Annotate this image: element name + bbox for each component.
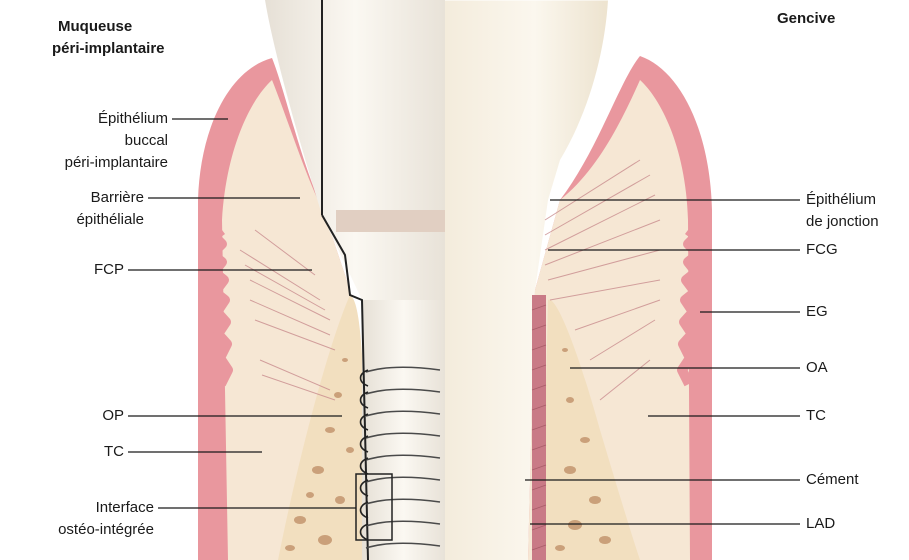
heading-left-line1: Muqueuse [58, 18, 132, 36]
label-epithelium-buccal-2: buccal [40, 132, 168, 150]
label-epithelium-buccal-3: péri-implantaire [0, 154, 168, 172]
heading-right: Gencive [777, 10, 835, 28]
label-op: OP [40, 407, 124, 425]
heading-left-line2: péri-implantaire [52, 40, 165, 58]
label-cement: Cément [806, 471, 859, 489]
label-oa: OA [806, 359, 828, 377]
label-epithelium-jonction-1: Épithélium [806, 191, 876, 209]
label-epithelium-jonction-2: de jonction [806, 213, 879, 231]
label-fcp: FCP [40, 261, 124, 279]
label-interface-1: Interface [20, 499, 154, 517]
label-interface-2: ostéo-intégrée [20, 521, 154, 539]
label-barriere-1: Barrière [40, 189, 144, 207]
label-epithelium-buccal-1: Épithélium [40, 110, 168, 128]
label-lad: LAD [806, 515, 835, 533]
right-gingiva [445, 0, 712, 560]
label-fcg: FCG [806, 241, 838, 259]
label-tc-right: TC [806, 407, 826, 425]
implant-collar-band [336, 210, 445, 232]
label-eg: EG [806, 303, 828, 321]
label-barriere-2: épithéliale [40, 211, 144, 229]
label-tc-left: TC [40, 443, 124, 461]
